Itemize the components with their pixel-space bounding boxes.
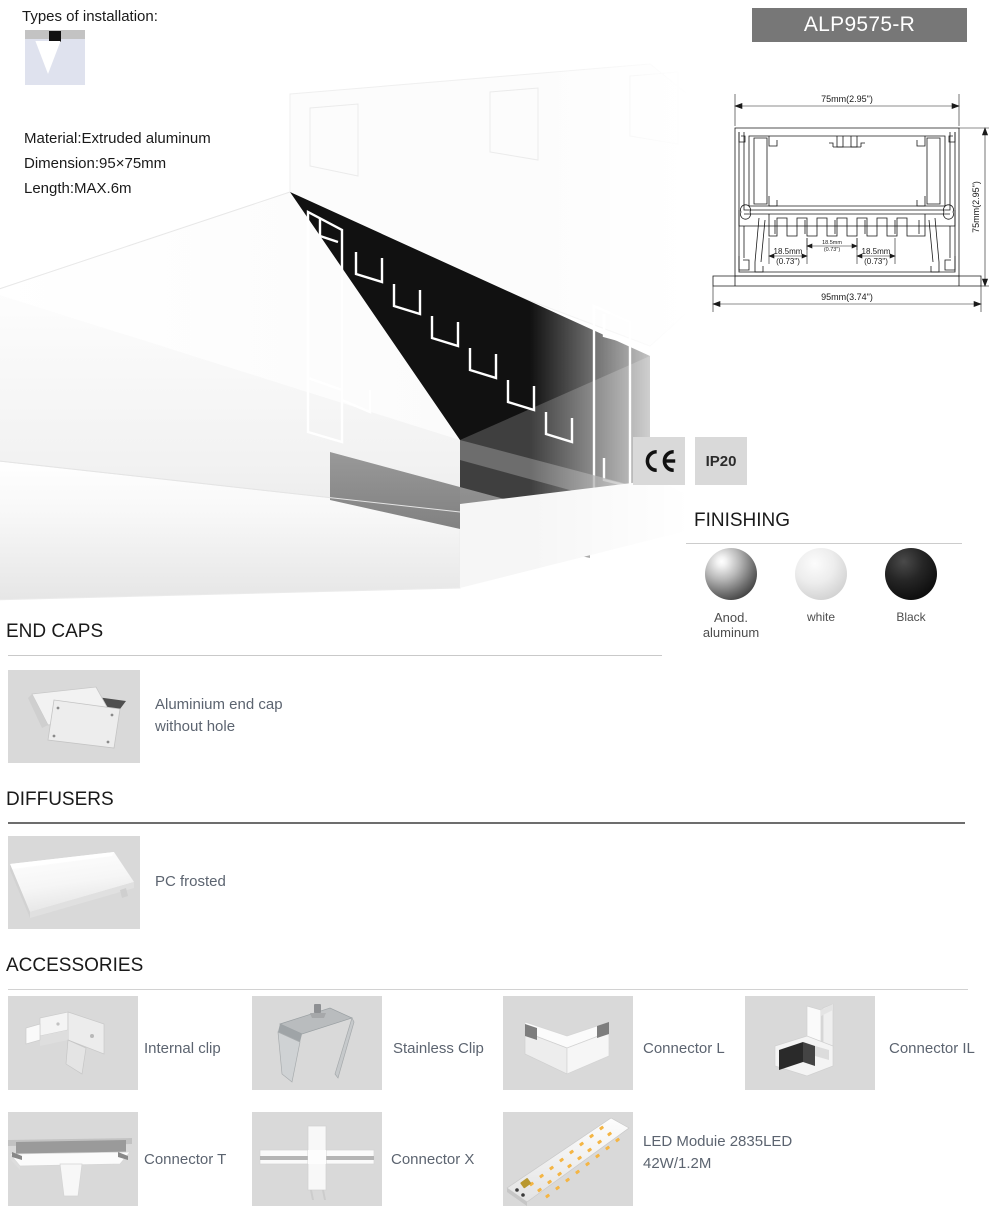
- black-swatch[interactable]: [885, 548, 937, 600]
- connector-il-thumbnail: [745, 996, 875, 1090]
- accessories-section-title: ACCESSORIES: [6, 955, 144, 976]
- ip-rating-label: IP20: [705, 452, 737, 470]
- accessory-label-internal-clip: Internal clip: [144, 1040, 221, 1057]
- finish-option-anodized[interactable]: Anod. aluminum: [686, 548, 776, 640]
- connector-x-thumbnail: [252, 1112, 382, 1206]
- dim-inner-right-inch: (0.73"): [864, 257, 888, 266]
- recessed-ceiling-install-icon: [25, 30, 85, 85]
- finish-option-black[interactable]: Black: [866, 548, 956, 624]
- dim-inner-center-inch: (0.73"): [824, 247, 840, 253]
- dim-height: 75mm(2.95"): [971, 181, 981, 233]
- diffuser-label: PC frosted: [155, 873, 226, 890]
- light-beam: [35, 41, 61, 74]
- dim-inner-left-inch: (0.73"): [776, 257, 800, 266]
- ce-mark-icon: [645, 449, 676, 473]
- accessory-label-connector-l: Connector L: [643, 1040, 725, 1057]
- connector-t-thumbnail: [8, 1112, 138, 1206]
- pc-frosted-diffuser-thumbnail: [8, 836, 140, 929]
- finishing-section-title: FINISHING: [694, 510, 791, 531]
- model-name-text: ALP9575-R: [803, 13, 916, 36]
- accessory-label-connector-x: Connector X: [391, 1151, 475, 1168]
- accessories-divider: [8, 989, 968, 990]
- model-name-bar: ALP9575-R: [752, 8, 967, 42]
- certification-badges: IP20: [633, 437, 757, 485]
- cross-section-technical-drawing: 75mm(2.95") 95mm(3.74") 75mm(2.95") 18.5…: [697, 50, 997, 315]
- accessory-label-stainless-clip: Stainless Clip: [393, 1040, 484, 1057]
- finish-label-white: white: [806, 610, 835, 624]
- end-cap-label: Aluminium end cap without hole: [155, 696, 283, 735]
- dim-inner-left: 18.5mm: [774, 247, 803, 256]
- fixture-body: [49, 31, 61, 42]
- accessory-label-connector-t: Connector T: [144, 1151, 227, 1168]
- dim-inner-right: 18.5mm: [862, 247, 891, 256]
- finishing-options: Anod. aluminum white Black: [686, 548, 976, 640]
- types-of-installation-label: Types of installation:: [22, 8, 158, 25]
- finishing-divider: [686, 543, 962, 544]
- finish-option-white[interactable]: white: [776, 548, 866, 624]
- stainless-clip-thumbnail: [252, 996, 382, 1090]
- dim-inner-center: 18.5mm: [822, 240, 842, 246]
- anodized-aluminum-swatch[interactable]: [705, 548, 757, 600]
- ce-mark-badge: [633, 437, 685, 485]
- end-caps-section-title: END CAPS: [6, 621, 104, 642]
- finish-label-anodized: Anod. aluminum: [702, 610, 760, 640]
- product-render-image: [0, 60, 691, 620]
- dim-bottom-width: 95mm(3.74"): [821, 292, 873, 302]
- connector-l-thumbnail: [503, 996, 633, 1090]
- internal-clip-thumbnail: [8, 996, 138, 1090]
- led-module-thumbnail: [503, 1112, 633, 1206]
- white-swatch[interactable]: [795, 548, 847, 600]
- dim-top-width: 75mm(2.95"): [821, 94, 873, 104]
- end-caps-divider: [8, 655, 662, 656]
- finish-label-black: Black: [896, 610, 926, 624]
- accessory-label-connector-il: Connector IL: [889, 1040, 975, 1057]
- accessory-label-led-module: LED Moduie 2835LED 42W/1.2M: [643, 1133, 793, 1172]
- diffusers-section-title: DIFFUSERS: [6, 789, 114, 810]
- ip-rating-badge: IP20: [695, 437, 747, 485]
- specification-text: Material:Extruded aluminum Dimension:95×…: [24, 130, 211, 197]
- aluminium-end-cap-thumbnail: [8, 670, 140, 763]
- diffusers-divider: [8, 822, 965, 824]
